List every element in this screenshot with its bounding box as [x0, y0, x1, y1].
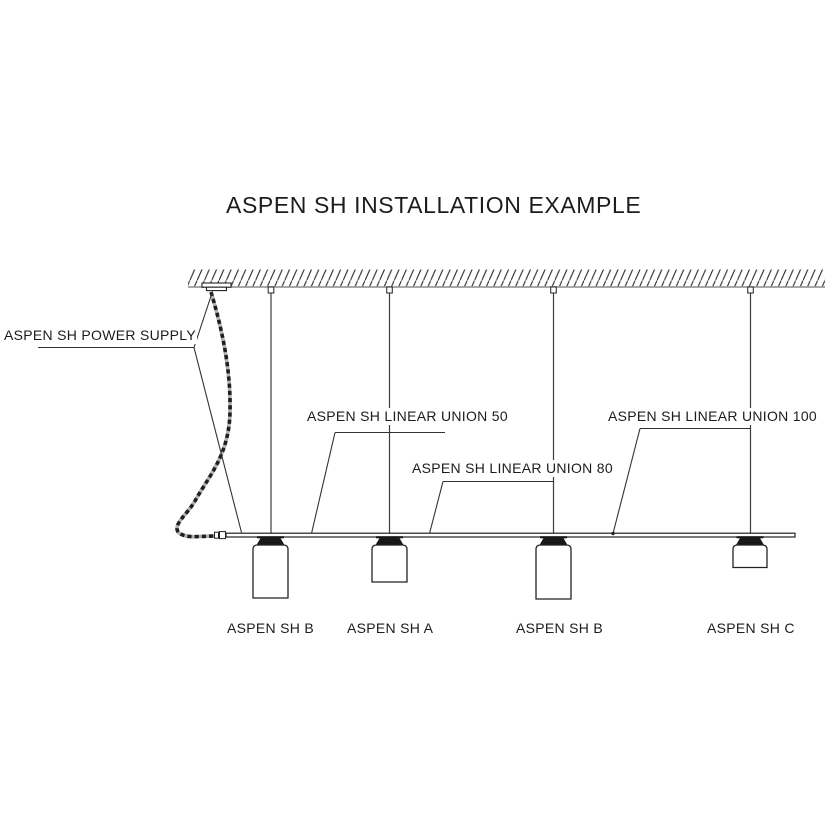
hook-icon [267, 286, 275, 294]
track-rail [225, 532, 796, 538]
fixture-label-4: ASPEN SH C [707, 620, 795, 636]
linear-union-100-label: ASPEN SH LINEAR UNION 100 [607, 408, 819, 425]
linear-union-80-label: ASPEN SH LINEAR UNION 80 [411, 460, 614, 477]
ceiling-hatch [188, 269, 825, 287]
fixture-label-1: ASPEN SH B [227, 620, 315, 636]
power-supply-label: ASPEN SH POWER SUPPLY [3, 327, 197, 344]
linear-union-100-leader [611, 427, 751, 536]
fixture-pendant-4 [732, 536, 768, 569]
hook-icon [747, 286, 754, 294]
diagram-title: ASPEN SH INSTALLATION EXAMPLE [226, 192, 642, 218]
fixture-pendant-1 [252, 536, 289, 599]
fixture-label-3: ASPEN SH B [516, 620, 604, 636]
fixture-pendant-2 [371, 536, 408, 583]
hook-icon [386, 286, 393, 294]
fixture-pendant-3 [535, 536, 572, 600]
power-cable [175, 291, 232, 539]
linear-union-80-leader [428, 480, 554, 534]
linear-union-50-label: ASPEN SH LINEAR UNION 50 [306, 408, 509, 425]
linear-union-50-leader [310, 431, 445, 534]
fixture-label-2: ASPEN SH A [347, 620, 434, 636]
hook-icon [550, 286, 557, 294]
power-feed-connector [214, 531, 226, 540]
leader-lines [38, 291, 751, 536]
power-supply-leader [38, 291, 243, 533]
power-supply-unit [201, 282, 232, 292]
